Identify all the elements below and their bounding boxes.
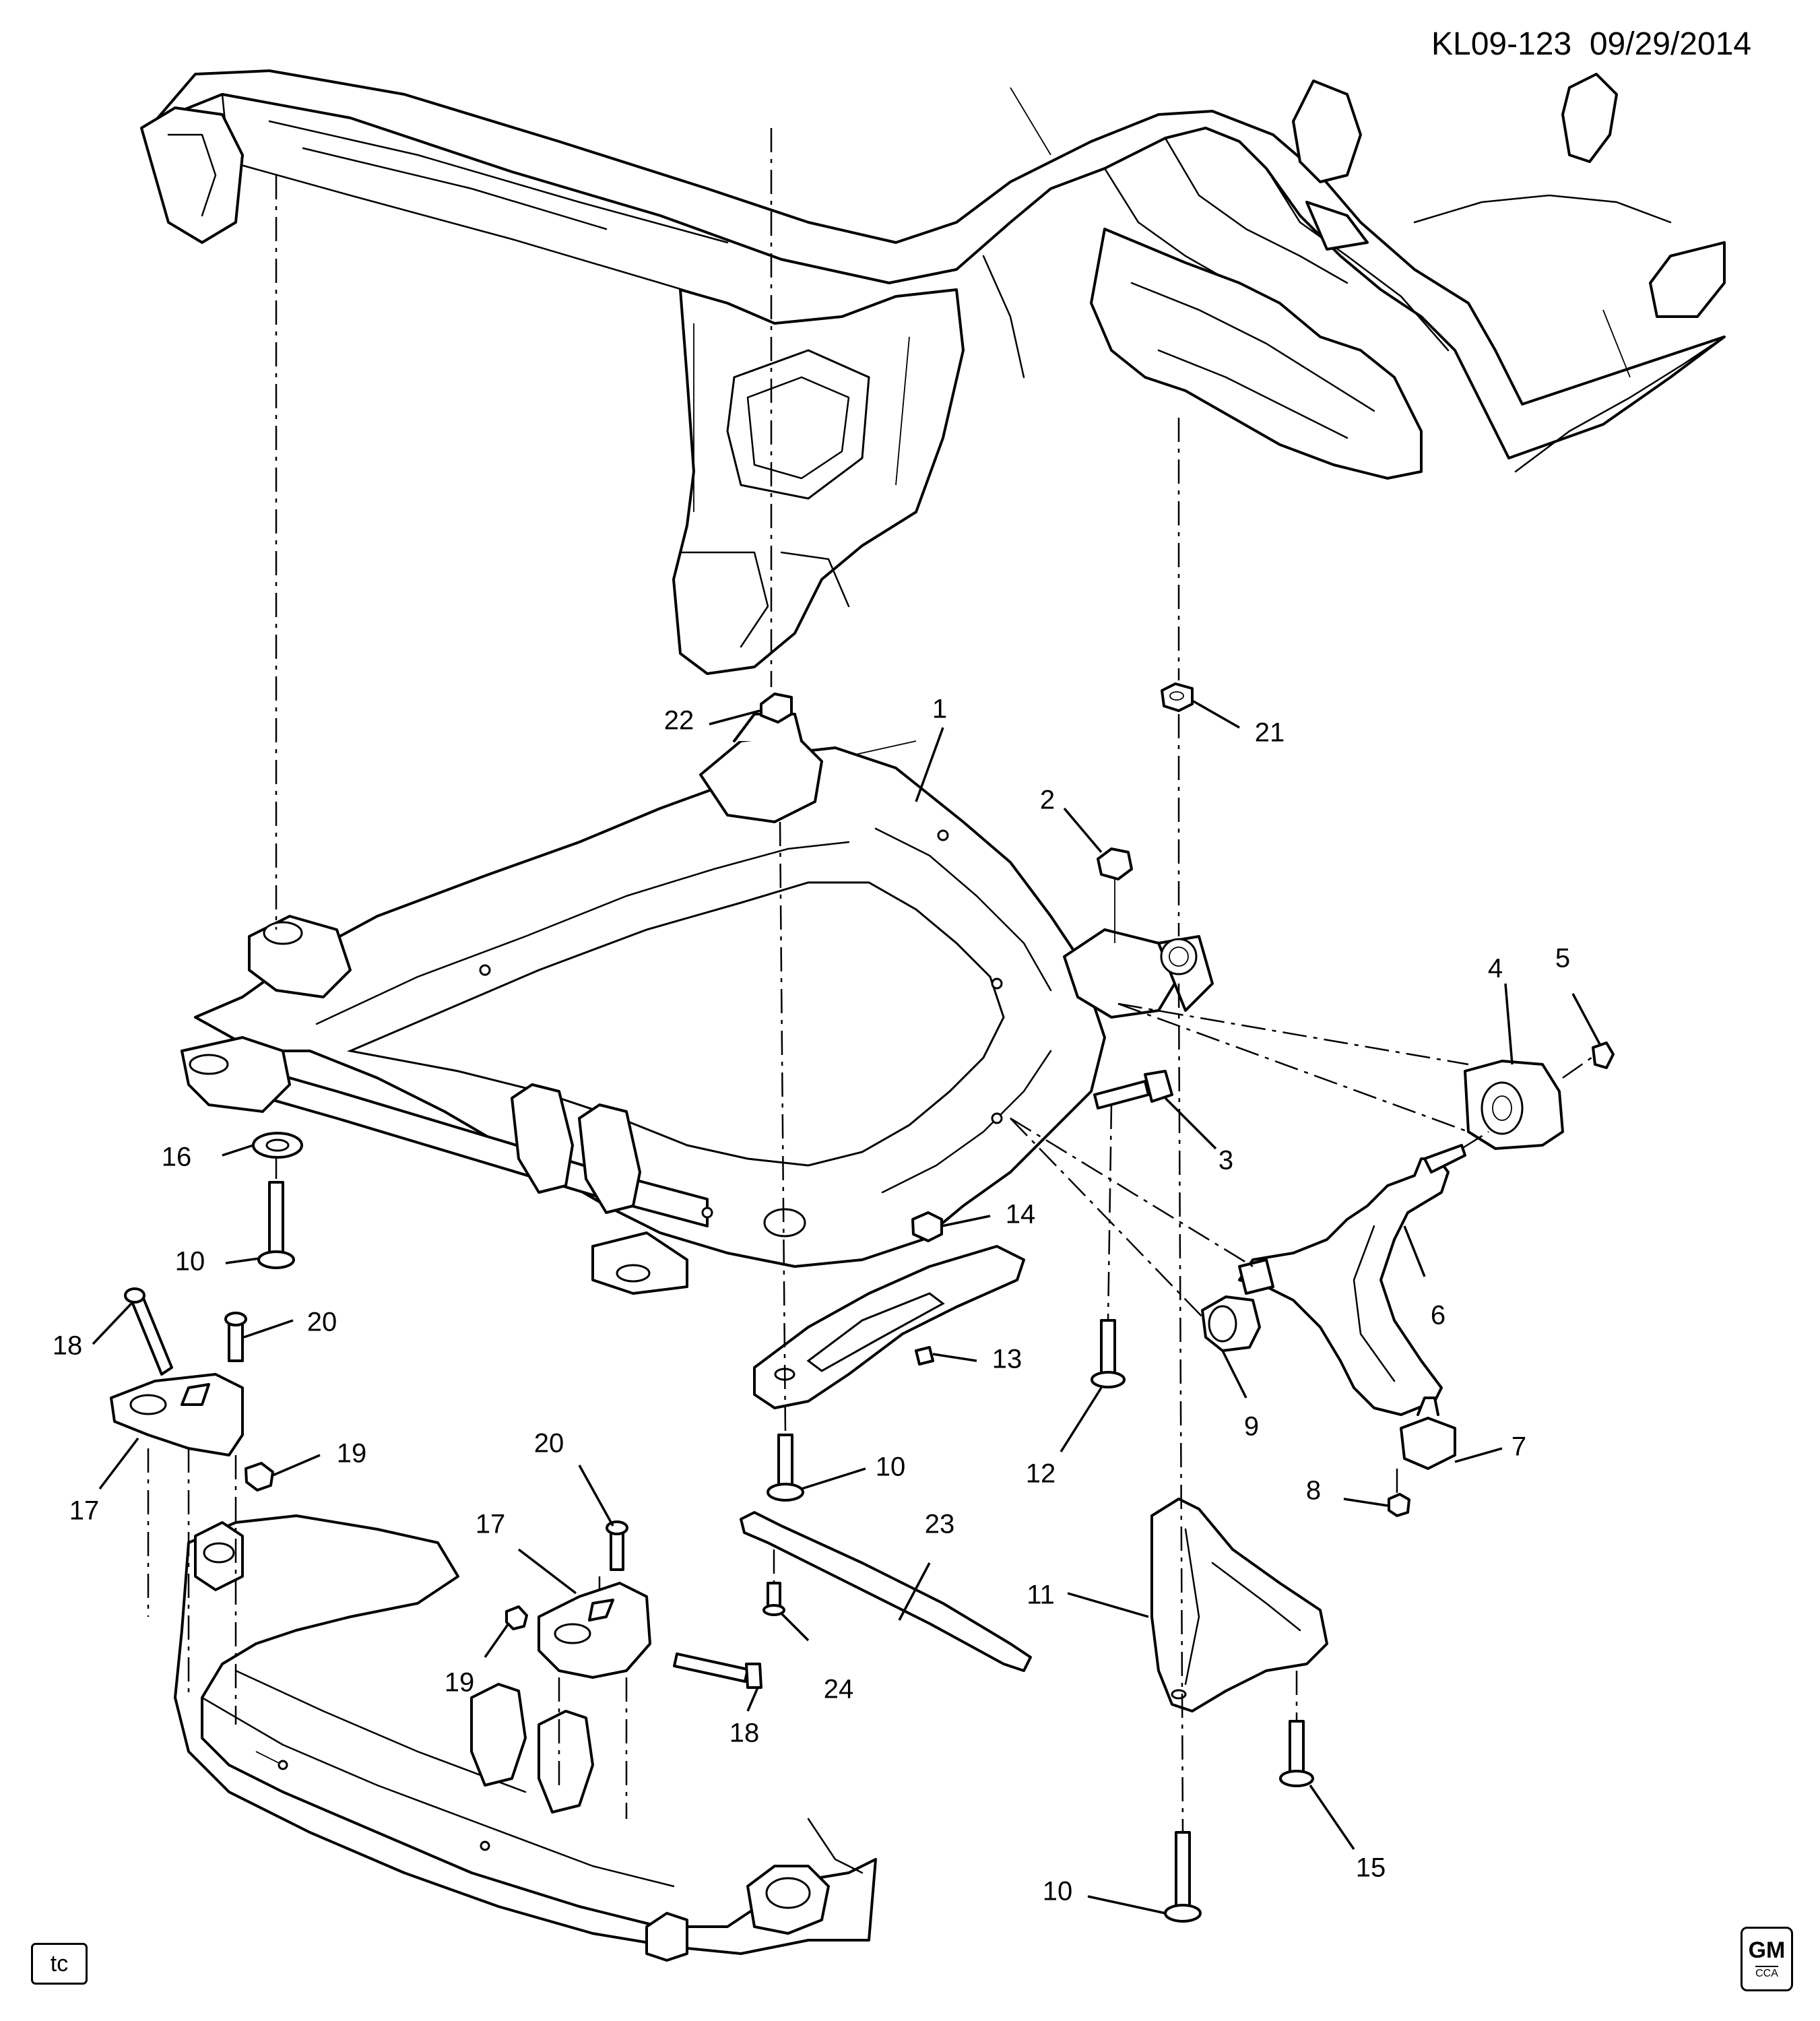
bolt-3 [1093,1070,1173,1110]
nut-19-left [245,1462,274,1491]
control-arm-6 [1238,1144,1466,1416]
bolt-10-right [1164,1831,1202,1923]
callout-10-right: 10 [1043,1877,1073,1906]
washer-16 [252,1132,303,1159]
callout-16: 16 [162,1143,192,1172]
lower-cradle-view [174,1514,877,1962]
upper-body-structure [140,69,1726,675]
callout-19-left: 19 [337,1439,367,1469]
bolt-10-center [767,1434,804,1502]
nut-5 [1592,1041,1615,1069]
bushing-4 [1464,1060,1564,1150]
callout-17-center: 17 [476,1510,506,1539]
callout-19-center: 19 [445,1668,475,1698]
callout-14: 14 [1006,1200,1036,1229]
gm-logo: GM CCA [1741,1927,1793,1991]
callout-3: 3 [1218,1146,1233,1176]
diagram-header: KL09-123 09/29/2014 [1431,26,1751,63]
callout-4: 4 [1488,954,1503,984]
callout-5: 5 [1555,944,1570,973]
bracket-17-left [110,1373,244,1456]
insulator-22 [760,693,793,724]
callout-23: 23 [925,1510,955,1539]
callout-18-center: 18 [729,1719,760,1748]
bolt-20-center [606,1520,628,1571]
bolt-12 [1091,1319,1126,1388]
diagram-date: 09/29/2014 [1589,26,1752,62]
gm-logo-text: GM [1748,1937,1786,1963]
bolt-18-center [673,1653,762,1689]
callout-10-left: 10 [175,1247,205,1277]
callout-9: 9 [1244,1412,1259,1442]
shield-11 [1150,1498,1328,1712]
callout-11: 11 [1027,1580,1055,1610]
bolt-20-left [224,1312,247,1362]
callout-8: 8 [1306,1476,1321,1506]
bushing-9 [1201,1295,1261,1352]
nut-14 [911,1211,943,1242]
callout-20-center: 20 [534,1429,564,1458]
callout-7: 7 [1512,1432,1526,1462]
nut-21 [1161,682,1194,712]
strap-23 [740,1511,1032,1672]
alignment-lines [147,128,1597,1833]
nut-2 [1097,847,1133,943]
callout-1: 1 [932,695,947,724]
callout-24: 24 [824,1675,854,1704]
callout-6: 6 [1431,1301,1445,1330]
callout-2: 2 [1040,785,1055,815]
leader-lines [92,699,1601,1915]
callout-13: 13 [992,1345,1022,1374]
tc-label-box: tc [31,1943,88,1985]
callout-21: 21 [1255,718,1285,748]
ball-joint-7 [1400,1397,1456,1470]
bolt-18-left [124,1287,173,1376]
callout-labels: 1 2 3 4 5 6 7 8 9 10 10 10 11 12 13 14 1… [53,695,1570,1906]
callout-22: 22 [664,706,694,736]
frame-front-suspension-crossmember [181,713,1214,1295]
diagram-code: KL09-123 [1431,26,1572,62]
bolt-24 [762,1582,785,1616]
brace-13 [753,1245,1025,1409]
gm-logo-subtext: CCA [1755,1966,1778,1979]
tc-label: tc [50,1950,69,1977]
callout-18-left: 18 [53,1331,83,1361]
nut-19-center [505,1605,528,1630]
bolt-10-left [257,1181,295,1269]
nut-8 [1388,1493,1410,1517]
callout-12: 12 [1026,1459,1056,1489]
bolt-15 [1279,1720,1314,1787]
callout-17-left: 17 [69,1496,100,1526]
callout-20-left: 20 [307,1308,337,1337]
callout-15: 15 [1356,1853,1386,1883]
bracket-17-center [538,1582,651,1679]
callout-10-center: 10 [876,1452,906,1482]
